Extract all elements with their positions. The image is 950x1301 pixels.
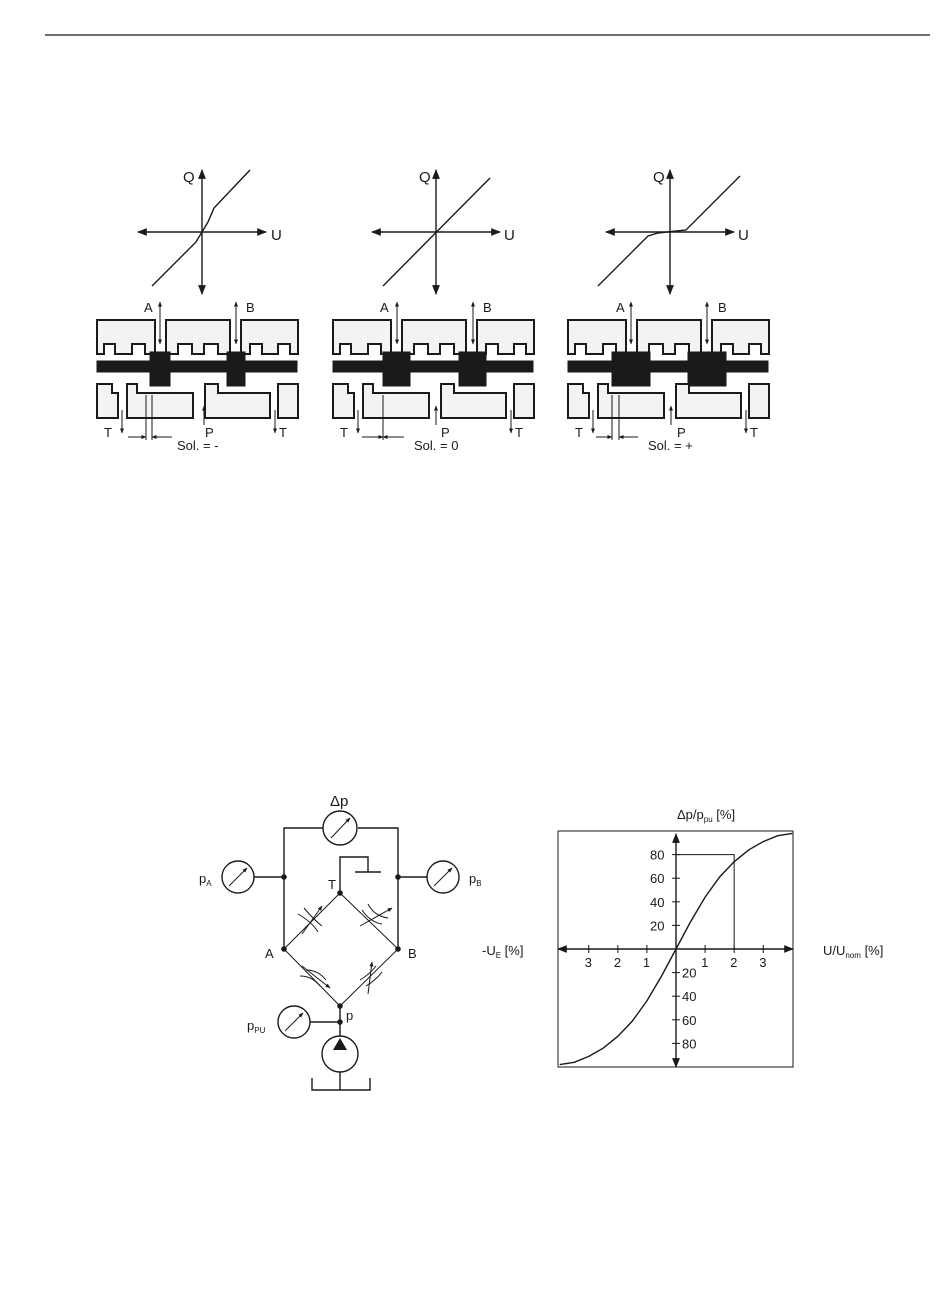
- u-axis-label: U: [271, 227, 282, 244]
- spool-diagram-zero: Q U A B P T T Sol. = 0: [333, 169, 534, 453]
- dp-label: Δp: [330, 793, 348, 810]
- y-tick-labels-negative: 20 40 60 80: [682, 966, 696, 1052]
- y-axis-label: Δp/ppu [%]: [677, 807, 735, 824]
- pb-label: pB: [469, 871, 482, 888]
- gauge-dp-icon: [323, 811, 357, 845]
- y-tick-label: 20: [650, 918, 664, 933]
- port-b-label: B: [483, 300, 492, 315]
- x-tick-label: 1: [701, 955, 708, 970]
- qu-graph: Q U: [138, 169, 282, 294]
- x-axis-label-negative: -UE [%]: [482, 943, 523, 960]
- port-t-left-label: T: [104, 425, 112, 440]
- gauge-pa-icon: [222, 861, 254, 893]
- gauge-ppu-icon: [278, 1006, 310, 1038]
- y-tick-label: 40: [650, 895, 664, 910]
- b-node-label: B: [408, 946, 417, 961]
- port-b-label: B: [246, 300, 255, 315]
- reference-line: [676, 855, 734, 949]
- y-tick-label: 80: [682, 1036, 696, 1051]
- port-t-left-label: T: [340, 425, 348, 440]
- x-tick-label: 2: [614, 955, 621, 970]
- port-t-left-label: T: [575, 425, 583, 440]
- q-axis-label: Q: [653, 169, 665, 186]
- flow-curve: [598, 176, 740, 286]
- pressure-gain-chart: 1 2 3 3 2 1 80 60 40 20 20 40 60 80 Δp/p…: [482, 807, 883, 1067]
- gauge-pb-icon: [427, 861, 459, 893]
- port-a-label: A: [144, 300, 153, 315]
- valve-section: A B P T T Sol. = 0: [333, 300, 534, 453]
- u-axis-label: U: [738, 227, 749, 244]
- u-axis-label: U: [504, 227, 515, 244]
- spool-diagram-positive: Q U A B P T T S: [568, 169, 769, 453]
- a-node-label: A: [265, 946, 274, 961]
- sol-label: Sol. = -: [177, 438, 219, 453]
- variable-orifice-lower-right: [360, 962, 382, 994]
- spool-diagram-negative: Q U A: [97, 169, 298, 453]
- y-tick-labels-positive: 80 60 40 20: [650, 848, 664, 934]
- x-tick-label: 3: [759, 955, 766, 970]
- pa-label: pA: [199, 871, 212, 888]
- ppu-label: pPU: [247, 1018, 266, 1035]
- q-axis-label: Q: [419, 169, 431, 186]
- y-tick-label: 40: [682, 989, 696, 1004]
- variable-orifice-upper-left: [298, 906, 322, 934]
- bridge-circuit: Δp pA pB pPU T A B p: [199, 793, 482, 1090]
- y-tick-label: 60: [650, 871, 664, 886]
- x-tick-label: 1: [643, 955, 650, 970]
- port-t-right-label: T: [515, 425, 523, 440]
- qu-graph: Q U: [598, 169, 749, 294]
- x-axis-label-positive: U/Unom [%]: [823, 943, 883, 960]
- port-t-right-label: T: [279, 425, 287, 440]
- flow-curve: [152, 170, 250, 286]
- sol-label: Sol. = +: [648, 438, 693, 453]
- p-node-label: p: [346, 1008, 353, 1023]
- x-tick-labels-negative: 3 2 1: [585, 955, 650, 970]
- sol-label: Sol. = 0: [414, 438, 458, 453]
- qu-graph: Q U: [372, 169, 515, 294]
- x-tick-label: 3: [585, 955, 592, 970]
- valve-section: A B P T T Sol. = -: [97, 300, 298, 453]
- t-node-label: T: [328, 877, 336, 892]
- variable-orifice-upper-right: [360, 904, 392, 926]
- port-b-label: B: [718, 300, 727, 315]
- port-a-label: A: [616, 300, 625, 315]
- port-a-label: A: [380, 300, 389, 315]
- x-tick-labels-positive: 1 2 3: [701, 955, 766, 970]
- y-tick-label: 60: [682, 1013, 696, 1028]
- y-tick-label: 80: [650, 848, 664, 863]
- y-tick-label: 20: [682, 966, 696, 981]
- port-t-right-label: T: [750, 425, 758, 440]
- x-tick-label: 2: [730, 955, 737, 970]
- valve-section: A B P T T Sol. = +: [568, 300, 769, 453]
- bridge-diamond: [284, 893, 398, 1006]
- q-axis-label: Q: [183, 169, 195, 186]
